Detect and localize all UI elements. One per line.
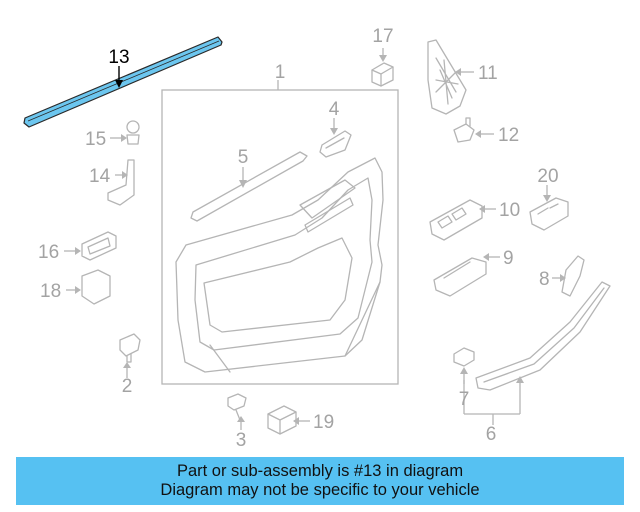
arrowhead-18	[75, 286, 81, 294]
callout-3: 3	[236, 430, 247, 451]
banner-line-part: Part or sub-assembly is #13 in diagram	[176, 462, 464, 480]
callout-6: 6	[486, 424, 497, 445]
callout-17: 17	[372, 26, 393, 47]
part-19-clip[interactable]	[267, 405, 297, 435]
part-4-cover[interactable]	[319, 130, 352, 158]
arrowhead-11	[455, 68, 461, 76]
callout-12: 12	[498, 125, 519, 146]
part-2-push-pin[interactable]	[119, 333, 141, 363]
callout-19: 19	[313, 412, 334, 433]
callout-9: 9	[503, 248, 514, 269]
arrowhead-7	[460, 367, 468, 374]
arrowhead-16	[75, 247, 81, 255]
arrowhead-6	[516, 376, 524, 383]
arrowhead-8	[560, 274, 566, 282]
callout-11: 11	[478, 63, 498, 84]
arrowhead-20	[543, 195, 551, 202]
arrowhead-14	[122, 171, 128, 179]
callout-14: 14	[89, 166, 111, 187]
arrowhead-12	[475, 130, 481, 138]
leader-6	[463, 378, 521, 425]
callout-13: 13	[108, 47, 129, 68]
arrowhead-2	[123, 362, 131, 368]
callout-20: 20	[537, 166, 558, 187]
part-14-bracket[interactable]	[107, 159, 135, 206]
callout-10: 10	[499, 200, 520, 221]
part-20-switch[interactable]	[529, 197, 569, 231]
arrowhead-9	[483, 253, 489, 261]
part-10-window-switch[interactable]	[429, 199, 483, 241]
part-18-module[interactable]	[81, 269, 111, 305]
callout-15: 15	[85, 129, 106, 150]
arrowhead-19	[293, 417, 299, 425]
part-3-screw[interactable]	[227, 393, 247, 421]
callout-18: 18	[40, 281, 61, 302]
arrowhead-3	[237, 416, 245, 422]
part-8-bracket[interactable]	[561, 255, 585, 297]
callout-2: 2	[122, 376, 133, 397]
arrowhead-15	[121, 134, 127, 142]
callout-7: 7	[459, 389, 470, 410]
part-9-switch[interactable]	[433, 257, 487, 297]
part-6-armrest[interactable]	[475, 281, 611, 391]
part-7-clip[interactable]	[453, 347, 475, 367]
part-15-fastener[interactable]	[126, 120, 140, 145]
part-5-trim-strip[interactable]	[190, 151, 308, 222]
arrowhead-10	[479, 205, 485, 213]
callout-1: 1	[275, 62, 286, 83]
callout-16: 16	[38, 242, 59, 263]
part-17-cap[interactable]	[371, 62, 394, 87]
arrowhead-4	[330, 128, 338, 135]
arrowhead-17	[379, 55, 387, 62]
info-banner: Part or sub-assembly is #13 in diagram D…	[16, 457, 624, 505]
part-1-door-trim-panel[interactable]	[161, 89, 399, 385]
callout-8: 8	[539, 269, 550, 290]
arrowhead-5	[239, 180, 247, 188]
arrowhead-13	[115, 80, 123, 88]
part-12-clip[interactable]	[453, 117, 475, 143]
part-16-handle-bezel[interactable]	[81, 231, 117, 261]
callout-5: 5	[238, 147, 249, 168]
part-13-belt-molding[interactable]	[23, 36, 223, 128]
callout-4: 4	[329, 99, 340, 120]
part-11-corner-grille[interactable]	[427, 39, 467, 115]
banner-line-disclaimer: Diagram may not be specific to your vehi…	[160, 481, 480, 499]
